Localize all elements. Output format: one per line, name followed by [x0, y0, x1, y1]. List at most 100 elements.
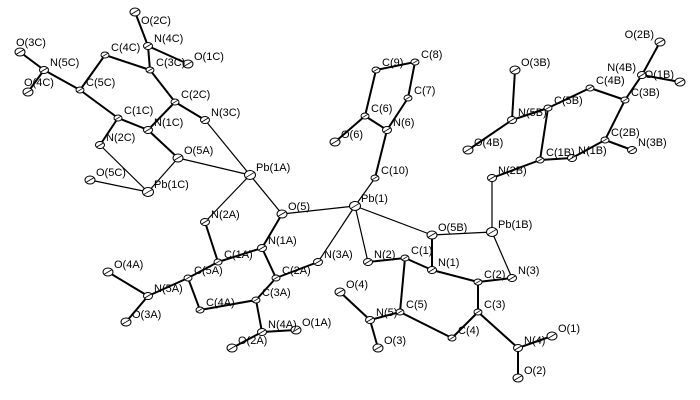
atom-label-N2B: N(2B) — [498, 165, 527, 177]
bond-C1C-N2C — [99, 117, 119, 146]
atom-octant-C4 — [448, 335, 456, 341]
atom-label-C2C: C(2C) — [181, 89, 210, 101]
bond-N5-O4 — [339, 291, 371, 321]
atom-label-C2: C(2) — [484, 269, 505, 281]
atom-octant-N1A — [258, 245, 266, 251]
atom-label-C3C: C(3C) — [156, 57, 185, 69]
atom-label-C2A: C(2A) — [282, 265, 311, 277]
atom-octant-C4A — [196, 307, 204, 313]
bond-C1B-N1B — [539, 157, 573, 161]
atom-octant-N3B — [628, 147, 636, 153]
atom-label-C10: C(10) — [381, 165, 409, 177]
bond-Pb1C-O5A — [147, 157, 179, 193]
atom-octant-N2C — [96, 142, 104, 148]
atom-label-O1: O(1) — [558, 323, 580, 335]
atom-octant-Pb1 — [350, 202, 360, 210]
atom-label-N1: N(1) — [438, 257, 459, 269]
atom-octant-C1B — [536, 157, 544, 163]
bond-N4B-O2B — [641, 41, 661, 76]
atom-label-C3B: C(3B) — [631, 87, 660, 99]
bond-C4B-C5B — [547, 87, 591, 109]
bond-C5B-N5B — [511, 107, 549, 121]
atom-label-N3: N(3) — [518, 265, 539, 277]
atom-label-Pb1B: Pb(1B) — [498, 219, 532, 231]
atom-label-N5: N(5) — [376, 307, 397, 319]
atom-octant-C5C — [76, 87, 84, 93]
atom-label-Pb1A: Pb(1A) — [256, 162, 290, 174]
atom-label-C4A: C(4A) — [206, 297, 235, 309]
bond-N3C-Pb1A — [204, 119, 251, 176]
atom-octant-C3 — [474, 309, 482, 315]
bond-C6-O6 — [334, 115, 366, 143]
atom-label-C2B: C(2B) — [611, 127, 640, 139]
atom-octant-O1C — [183, 61, 193, 67]
atom-octant-O5 — [277, 211, 287, 217]
atom-label-O6: O(6) — [341, 129, 363, 141]
atom-octant-C3A — [252, 297, 260, 303]
atom-octant-N5A — [144, 293, 152, 299]
bond-N5B-O3B — [511, 69, 516, 121]
atom-octant-O2B — [655, 39, 665, 45]
bond-C7-N6 — [386, 97, 409, 131]
bond-N1C-C1C — [117, 117, 149, 131]
atom-octant-C2A — [272, 275, 280, 281]
atom-octant-O5A — [173, 155, 183, 161]
bond-N4A-O2A — [231, 331, 263, 349]
bond-C5B-C1B — [539, 107, 549, 161]
atom-label-O5B: O(5B) — [438, 222, 467, 234]
bond-C1-N1 — [404, 257, 433, 271]
bond-C5-C1 — [399, 257, 406, 313]
atom-label-Pb1C: Pb(1C) — [154, 179, 189, 191]
bond-C3B-C4B — [589, 87, 626, 101]
bond-C3C-N4C — [147, 45, 151, 71]
atom-octant-O4A — [103, 269, 113, 275]
atom-label-O4B: O(4B) — [474, 137, 503, 149]
atom-octant-N3A — [314, 259, 322, 265]
atom-label-N3B: N(3B) — [638, 137, 667, 149]
bond-N5B-O4B — [467, 119, 513, 151]
bond-C3A-C2A — [255, 277, 277, 301]
atoms-layer — [14, 7, 686, 383]
bond-C2A-N3A — [275, 261, 319, 279]
bonds-layer — [19, 11, 681, 378]
bond-N2C-Pb1C — [99, 144, 149, 193]
atom-octant-Pb1C — [143, 188, 153, 196]
bond-Pb1-O5B — [354, 205, 433, 236]
atom-octant-N3C — [201, 117, 209, 123]
bond-N3A-Pb1 — [317, 205, 356, 263]
atom-octant-O2C — [130, 9, 140, 15]
bond-C2C-N3C — [174, 101, 206, 121]
bond-C1A-C5A — [187, 261, 219, 279]
bond-C3-N4 — [477, 311, 519, 349]
bond-C4C-C3C — [104, 54, 151, 71]
bond-C2-N3 — [477, 277, 513, 283]
atom-octant-O3 — [373, 345, 383, 351]
bond-O5-N1A — [261, 213, 283, 249]
atom-label-N1A: N(1A) — [268, 235, 297, 247]
atom-label-C5A: C(5A) — [194, 265, 223, 277]
atom-octant-O3C — [15, 49, 25, 55]
bond-Pb1A-N2A — [204, 174, 251, 223]
bond-O5A-Pb1A — [177, 157, 251, 176]
atom-label-C1C: C(1C) — [124, 105, 153, 117]
bond-Pb1A-O5 — [249, 174, 283, 215]
bond-C3B-N4B — [624, 74, 643, 101]
atom-label-O4: O(4) — [346, 279, 368, 291]
atom-octant-C9 — [372, 67, 380, 73]
atom-octant-N4A — [258, 329, 266, 335]
atom-octant-C1A — [214, 259, 222, 265]
atom-label-C4B: C(4B) — [596, 75, 625, 87]
atom-label-N4A: N(4A) — [268, 319, 297, 331]
atom-octant-N1 — [428, 267, 436, 273]
atom-octant-N3 — [508, 275, 516, 281]
atom-octant-C1 — [401, 255, 409, 261]
atom-octant-N1C — [144, 127, 152, 133]
bond-N1A-C2A — [261, 247, 277, 279]
atom-octant-Pb1B — [487, 228, 497, 236]
bond-C8-C7 — [407, 61, 416, 99]
atom-octant-N4 — [514, 345, 522, 351]
bond-C4A-C3A — [199, 299, 257, 311]
atom-label-O5C: O(5C) — [96, 167, 126, 179]
